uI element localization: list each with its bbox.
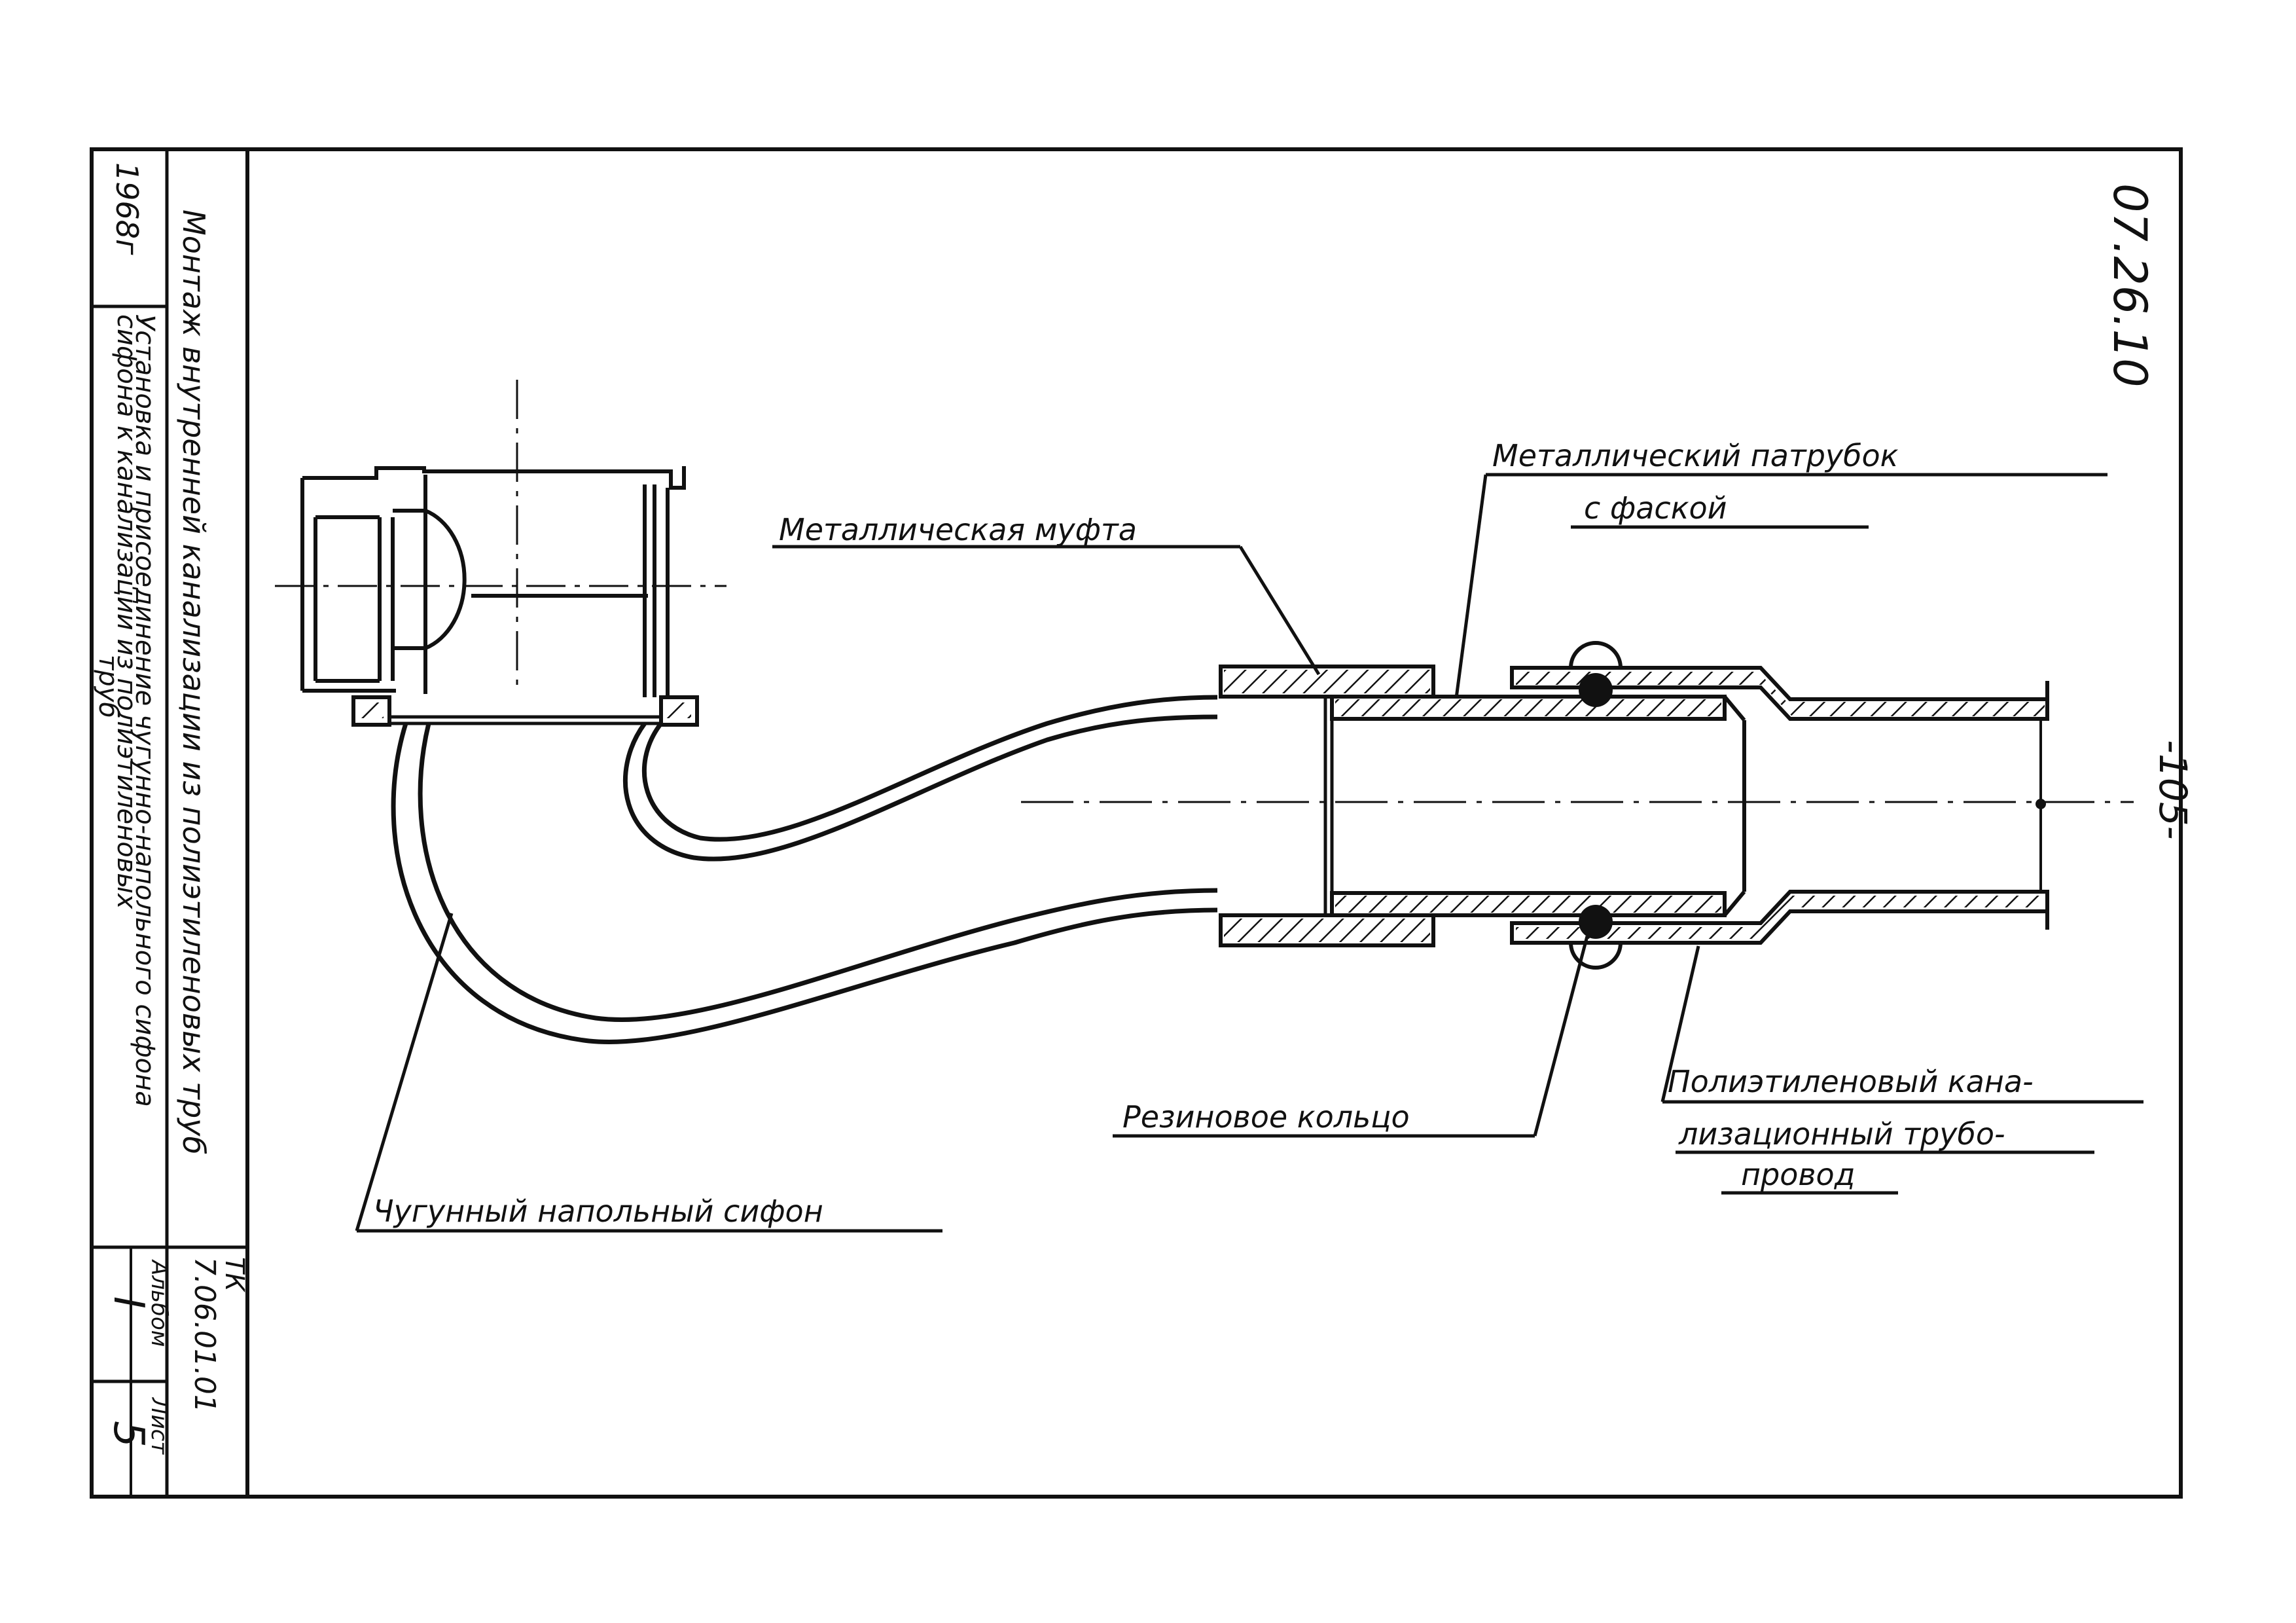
label-pe-pipeline-line3: провод: [1741, 1157, 1855, 1192]
leader-metal-pipe: [1454, 474, 1488, 699]
drawing-code: 07.26.10: [2103, 183, 2157, 388]
sheet-value: 5: [104, 1421, 152, 1448]
album-label: Альбом: [146, 1259, 172, 1347]
album-code: 7.06.01.01: [188, 1257, 221, 1413]
siphon-housing: [300, 466, 686, 697]
label-rubber-ring: Резиновое кольцо: [1122, 1099, 1410, 1135]
metal-pipe: [1330, 695, 1746, 917]
sheet-title-line3: труб: [93, 655, 123, 718]
siphon-flange: [351, 695, 699, 727]
leader-rubber-ring: [1533, 936, 1589, 1137]
label-pe-pipeline-line2: лизационный трубо-: [1678, 1116, 2005, 1152]
label-pe-pipeline-line1: Полиэтиленовый кана-: [1668, 1064, 2034, 1099]
label-metal-pipe-line2: с фаской: [1584, 490, 1727, 526]
album-code-prefix: ТК: [219, 1257, 249, 1292]
sheet-frame: [90, 147, 2183, 1499]
rubber-ring-bottom: [1579, 905, 1613, 939]
sheet-label: Лист: [146, 1396, 172, 1455]
leader-pe-pipeline: [1660, 945, 1700, 1103]
metal-coupling: [1219, 665, 1435, 947]
rubber-ring-top: [1579, 673, 1613, 707]
main-title-text: Монтаж внутренней канализации из полиэти…: [176, 210, 211, 1155]
sheet-title-line2: сифона к канализации из полиэтиленовых: [111, 314, 141, 909]
siphon-bend-pipe: [391, 695, 1218, 1044]
sheet-title-line1: Установка и присоединение чугунно-наполь…: [130, 314, 160, 1107]
label-cast-iron-siphon: Чугунный напольный сифон: [373, 1194, 823, 1229]
album-value: I: [104, 1296, 152, 1309]
leader-metal-coupling: [1238, 545, 1321, 676]
year-text: 1968г: [109, 162, 145, 255]
label-metal-coupling: Металлическая муфта: [779, 512, 1137, 547]
leader-siphon: [355, 913, 454, 1231]
label-metal-pipe-line1: Металлический патрубок: [1492, 438, 1899, 473]
diameter-dot: [2036, 799, 2046, 809]
page-number: -105-: [2151, 740, 2195, 840]
